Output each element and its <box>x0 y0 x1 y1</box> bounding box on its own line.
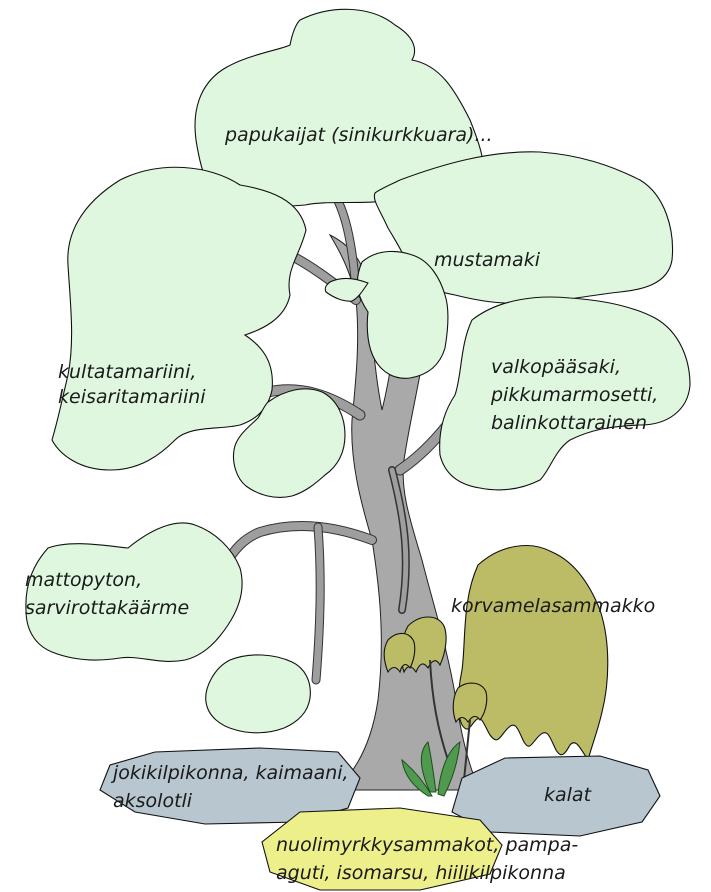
label-canopy-top: papukaijat (sinikurkkuara)... <box>224 124 493 146</box>
moss-small-2 <box>384 633 415 672</box>
moss-small-3 <box>453 683 487 722</box>
label-pond-right: kalat <box>544 784 593 806</box>
undergrowth-left <box>26 523 242 661</box>
label-moss-right: korvamelasammakko <box>451 595 655 617</box>
moss-large <box>458 546 608 760</box>
label-canopy-right-upper: mustamaki <box>434 249 541 271</box>
undergrowth-small <box>206 655 311 733</box>
